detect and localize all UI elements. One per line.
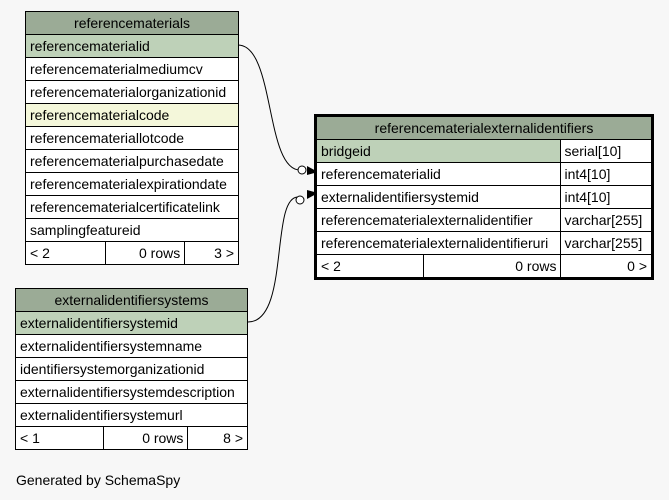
column-row[interactable]: referencematerialpurchasedate <box>25 149 239 173</box>
column-row[interactable]: identifiersystemorganizationid <box>15 357 248 381</box>
row-count: 0 rows <box>423 254 562 279</box>
parents-link[interactable]: < 2 <box>314 254 425 279</box>
column-row[interactable]: externalidentifiersystemurl <box>15 403 248 427</box>
children-link[interactable]: 0 > <box>560 254 653 279</box>
table-externalidentifiersystems[interactable]: externalidentifiersystems externalidenti… <box>14 288 248 450</box>
column-type: varchar[255] <box>560 231 653 255</box>
row-count: 0 rows <box>103 426 189 450</box>
table-title[interactable]: referencematerialexternalidentifiers <box>315 115 653 140</box>
column-row[interactable]: samplingfeatureid <box>25 218 239 242</box>
column-type: serial[10] <box>560 139 653 163</box>
column-row[interactable]: referencematerialcode <box>25 103 239 127</box>
edge-end-circle-externalidentifiersystemid <box>295 195 305 205</box>
column-name[interactable]: externalidentifiersystemid <box>314 185 562 209</box>
column-row[interactable]: referencematerialorganizationid <box>25 80 239 104</box>
generated-by-label: Generated by SchemaSpy <box>16 472 181 488</box>
table-title[interactable]: referencematerials <box>25 11 239 35</box>
column-row[interactable]: externalidentifiersystemid <box>15 311 248 335</box>
column-row[interactable]: referencematerialmediumcv <box>25 57 239 81</box>
column-type: int4[10] <box>560 185 653 209</box>
edge-referencematerialid <box>237 44 301 171</box>
edge-end-circle-referencematerialid <box>297 165 307 175</box>
parents-link[interactable]: < 1 <box>14 426 105 450</box>
column-row[interactable]: externalidentifiersystemdescription <box>15 380 248 404</box>
table-referencematerialexternalidentifiers[interactable]: referencematerialexternalidentifiers bri… <box>314 114 654 280</box>
column-name[interactable]: referencematerialexternalidentifier <box>314 208 562 232</box>
row-count: 0 rows <box>105 241 186 265</box>
column-name[interactable]: bridgeid <box>314 139 562 163</box>
column-type: int4[10] <box>560 162 653 186</box>
children-link[interactable]: 3 > <box>184 241 239 265</box>
column-name[interactable]: referencematerialid <box>314 162 562 186</box>
column-row[interactable]: referencematerialcertificatelink <box>25 195 239 219</box>
column-row[interactable]: referencemateriallotcode <box>25 126 239 150</box>
column-name[interactable]: referencematerialexternalidentifieruri <box>314 231 562 255</box>
children-link[interactable]: 8 > <box>187 426 248 450</box>
column-type: varchar[255] <box>560 208 653 232</box>
column-row[interactable]: referencematerialid <box>25 34 239 58</box>
column-row[interactable]: externalidentifiersystemname <box>15 334 248 358</box>
parents-link[interactable]: < 2 <box>24 241 107 265</box>
table-title[interactable]: externalidentifiersystems <box>15 288 248 312</box>
table-referencematerials[interactable]: referencematerials referencematerialid r… <box>24 11 239 265</box>
column-row[interactable]: referencematerialexpirationdate <box>25 172 239 196</box>
edge-externalidentifiersystemid <box>247 196 299 323</box>
